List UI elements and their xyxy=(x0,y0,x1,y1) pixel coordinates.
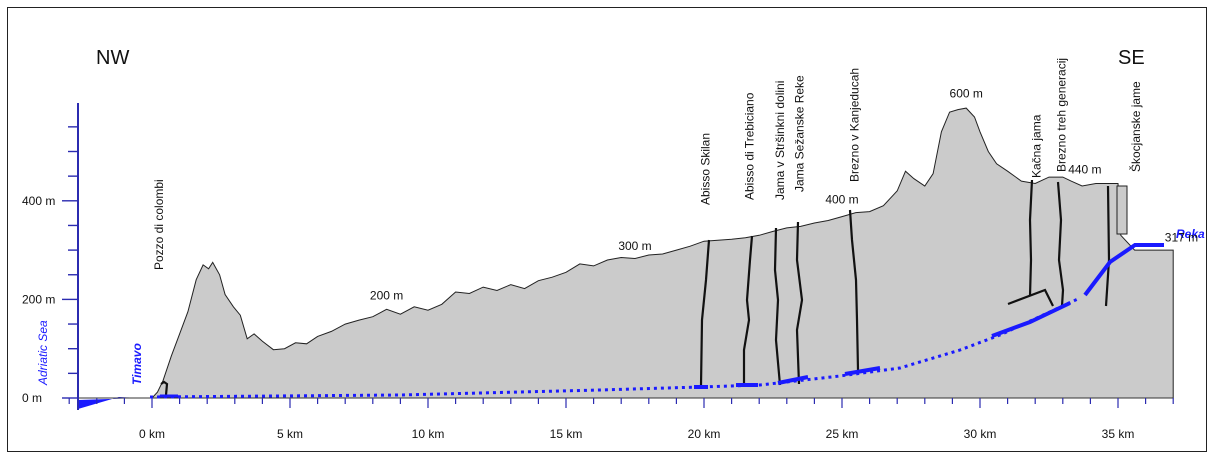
distance-tick-label: 25 km xyxy=(826,427,859,441)
distance-tick-label: 0 km xyxy=(139,427,165,441)
cave-name-label: Pozzo di colombi xyxy=(152,179,166,270)
cave-name-label: Jama v Stršinkni dolini xyxy=(773,81,787,200)
shaft-brezno-kanjeducah xyxy=(848,209,860,371)
cave-labels: Pozzo di colombi Abisso Skilan Abisso di T… xyxy=(152,58,1143,270)
shaft-pozzo-di-colombi xyxy=(160,380,169,396)
shaft-jama-sezanske-reke xyxy=(795,221,804,385)
elevation-label: 300 m xyxy=(618,239,651,253)
distance-tick-label: 20 km xyxy=(688,427,721,441)
reka-label: Reka xyxy=(1176,227,1205,241)
cave-name-label: Abisso Skilan xyxy=(699,133,713,205)
cave-name-label: Kačna jama xyxy=(1030,114,1044,178)
shaft-abisso-trebiciano xyxy=(742,235,754,385)
shaft-kacna-jama-lower xyxy=(1007,288,1054,307)
distance-tick-label: 15 km xyxy=(550,427,583,441)
elevation-tick-label: 0 m xyxy=(22,391,42,405)
underground-reka-river xyxy=(149,243,1164,399)
elevation-label: 600 m xyxy=(950,86,983,100)
elevation-label: 400 m xyxy=(825,192,858,206)
adriatic-sea-label: Adriatic Sea xyxy=(36,320,50,386)
shaft-skocjanske-jame xyxy=(1104,185,1111,307)
river-segment-kanjeducah xyxy=(844,366,881,376)
cave-name-label: Brezno treh generacij xyxy=(1055,58,1069,172)
distance-tick-label: 10 km xyxy=(412,427,445,441)
shaft-brezno-treh-generacij xyxy=(1056,181,1065,307)
elevation-label: 317 m xyxy=(1165,231,1198,245)
direction-nw-label: NW xyxy=(96,47,129,69)
cave-name-label: Škocjanske jame xyxy=(1128,81,1143,172)
distance-tick-label: 35 km xyxy=(1102,427,1135,441)
shaft-abisso-skilan xyxy=(699,239,711,387)
elevation-tick-label: 400 m xyxy=(22,194,55,208)
direction-se-label: SE xyxy=(1118,47,1145,69)
river-segment-kacna xyxy=(991,301,1071,338)
terrain-cross-section xyxy=(150,107,1174,399)
skocjanske-jame-cave-block xyxy=(1116,185,1128,235)
river-segment-sezanske xyxy=(777,375,809,385)
cave-shafts xyxy=(160,179,1111,396)
elevation-label: 200 m xyxy=(370,288,403,302)
elevation-ticks: 0 m 200 m 400 m xyxy=(22,126,78,405)
timavo-label: Timavo xyxy=(130,343,144,385)
distance-ticks: 0 km 5 km 10 km 15 km 20 km 25 km 30 km 35 km xyxy=(68,398,1174,441)
shaft-kacna-jama xyxy=(1028,179,1034,297)
river-segment-reka-surface xyxy=(1083,243,1164,297)
river-dotted-segment xyxy=(149,296,1081,399)
elevation-label: 440 m xyxy=(1068,163,1101,177)
elevation-labels: 200 m 300 m 400 m 600 m 440 m 317 m xyxy=(370,86,1198,302)
elevation-tick-label: 200 m xyxy=(22,292,55,306)
distance-tick-label: 5 km xyxy=(277,427,303,441)
cave-name-label: Jama Sežanske Reke xyxy=(792,75,806,192)
shaft-jama-strsinkni xyxy=(773,227,782,386)
adriatic-sea-wedge xyxy=(78,397,139,409)
distance-tick-label: 30 km xyxy=(964,427,997,441)
cave-name-label: Brezno v Kanjeducah xyxy=(848,68,862,182)
cave-name-label: Abisso di Trebiciano xyxy=(743,92,757,200)
